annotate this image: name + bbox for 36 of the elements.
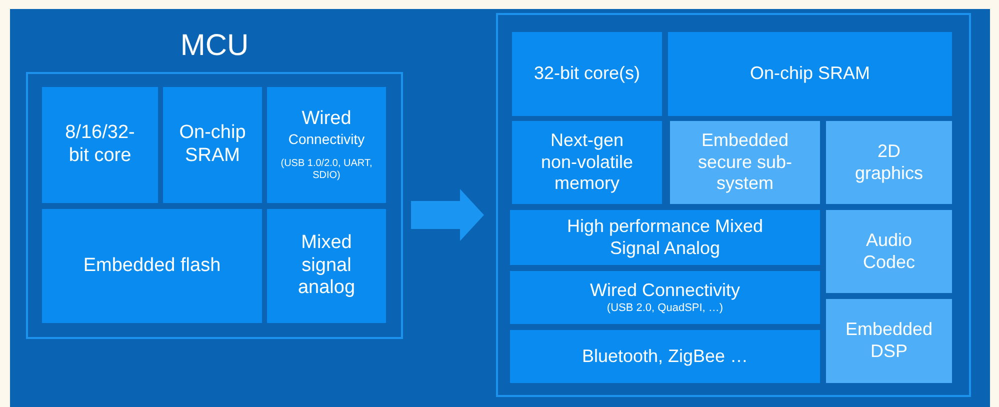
component-box	[510, 330, 820, 383]
component-box	[267, 209, 386, 323]
component-label: On-chip SRAM	[750, 63, 870, 85]
component-label: Embedded secure sub-system	[696, 130, 794, 195]
component-label: Wired Connectivity	[590, 280, 740, 302]
component-box	[826, 121, 952, 204]
component-label: High performance Mixed Signal Analog	[566, 216, 764, 260]
chip-title: MCU	[180, 28, 249, 64]
component-label: (USB 1.0/2.0, UART, SDIO)	[280, 158, 374, 182]
component-box	[510, 271, 820, 324]
component-label: 32-bit core(s)	[534, 63, 640, 85]
component-label: 2D graphics	[854, 140, 924, 184]
chip-frame	[496, 13, 971, 397]
component-label: 8/16/32-bit core	[64, 122, 136, 168]
component-box	[163, 87, 262, 203]
component-box	[668, 32, 952, 116]
component-label: (USB 2.0, QuadSPI, …)	[606, 302, 724, 315]
component-label: Connectivity	[288, 131, 365, 148]
component-label: Next-gen non-volatile memory	[540, 130, 634, 195]
component-box	[510, 210, 820, 265]
component-box	[826, 210, 952, 293]
component-label: Wired	[302, 108, 352, 131]
component-box	[42, 87, 158, 203]
component-box	[512, 32, 662, 116]
component-label: On-chip SRAM	[178, 122, 247, 168]
component-box	[267, 87, 386, 203]
component-box	[512, 121, 662, 204]
component-label: Embedded flash	[83, 254, 221, 278]
component-label: Embedded DSP	[844, 319, 934, 363]
component-box	[670, 121, 820, 204]
component-label: Audio Codec	[862, 230, 916, 274]
component-label: Mixed signal analog	[296, 232, 356, 300]
component-label: Bluetooth, ZigBee …	[582, 346, 748, 368]
component-box	[42, 209, 262, 323]
component-box	[826, 299, 952, 383]
block-arrow	[411, 189, 484, 241]
